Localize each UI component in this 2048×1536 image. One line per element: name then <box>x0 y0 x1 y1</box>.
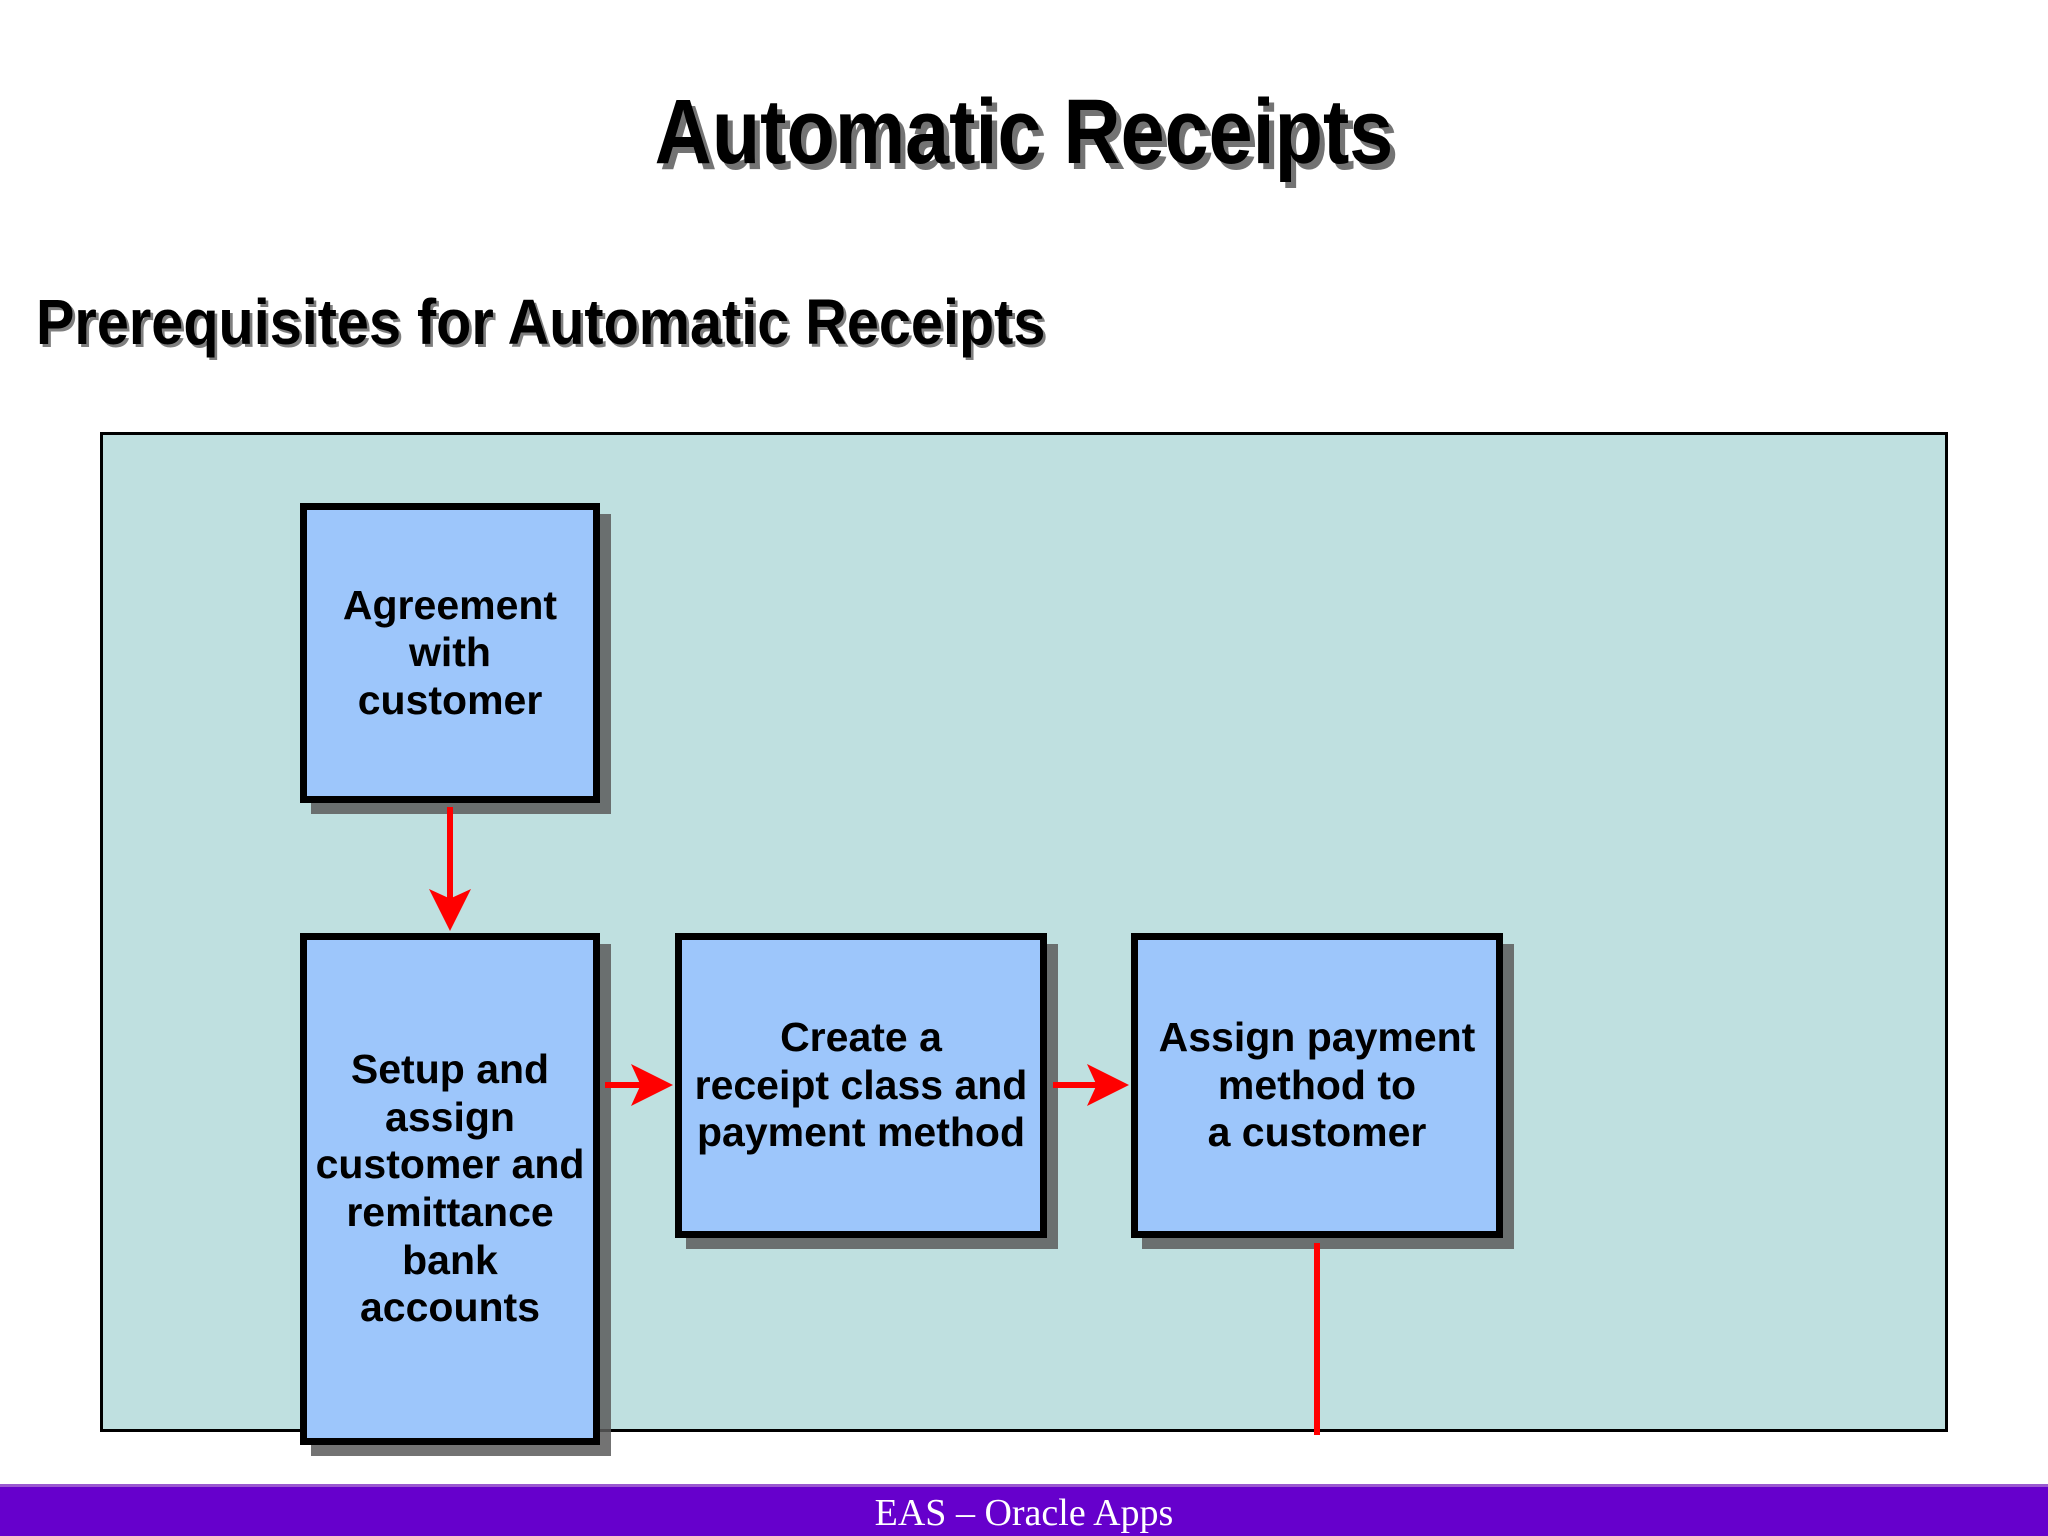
page-title: Automatic Receipts <box>654 81 1394 183</box>
flow-box-receipt-class[interactable]: Create a receipt class and payment metho… <box>675 933 1047 1238</box>
footer-bar: EAS – Oracle Apps <box>0 1484 2048 1536</box>
flow-box-setup[interactable]: Setup and assign customer and remittance… <box>300 933 600 1445</box>
slide-subtitle: Prerequisites for Automatic Receipts <box>36 286 1046 358</box>
flow-box-assign-payment-method[interactable]: Assign payment method to a customer <box>1131 933 1503 1238</box>
flow-box-agreement[interactable]: Agreement with customer <box>300 503 600 803</box>
footer-label: EAS – Oracle Apps <box>874 1492 1174 1534</box>
diagram-panel: Agreement with customer Setup and assign… <box>100 432 1948 1536</box>
